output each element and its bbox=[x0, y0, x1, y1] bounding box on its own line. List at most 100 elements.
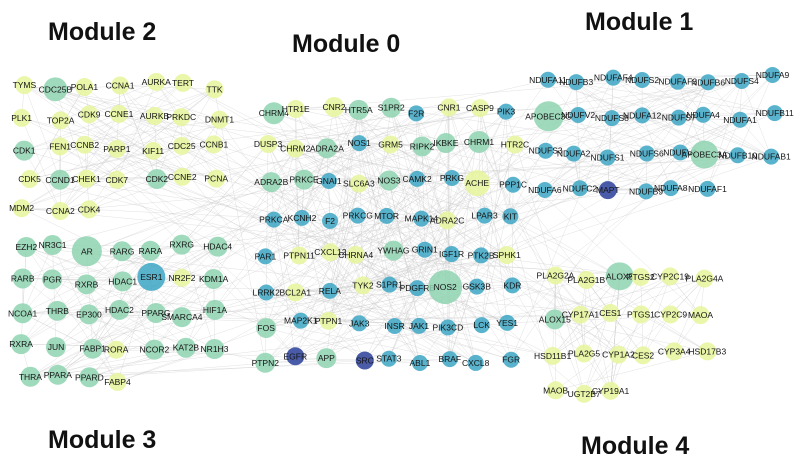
gene-node-label: PARP1 bbox=[103, 144, 131, 154]
network-edge bbox=[576, 81, 708, 190]
gene-node: CAMK2 bbox=[402, 170, 432, 187]
gene-node-circle bbox=[293, 209, 310, 226]
network-edge bbox=[358, 142, 482, 326]
gene-node-label: APP bbox=[318, 353, 335, 363]
network-edge bbox=[580, 276, 671, 315]
network-edge bbox=[266, 292, 365, 361]
gene-node: NDUFA4 bbox=[686, 106, 720, 123]
gene-node-circle bbox=[546, 266, 565, 285]
network-edge bbox=[116, 81, 157, 180]
gene-node: CYP2C19 bbox=[651, 267, 689, 286]
network-edge bbox=[611, 80, 742, 119]
gene-node-circle bbox=[766, 105, 783, 122]
gene-node-circle bbox=[699, 180, 716, 197]
gene-node-label: FOS bbox=[257, 323, 275, 333]
gene-node-label: HTR1E bbox=[282, 104, 310, 114]
gene-node-circle bbox=[321, 282, 338, 299]
gene-node-label: NOS3 bbox=[377, 175, 400, 185]
gene-node: NR2F2 bbox=[169, 268, 196, 287]
network-edge bbox=[86, 284, 117, 350]
network-edge bbox=[119, 85, 217, 179]
gene-node-circle bbox=[51, 137, 70, 156]
gene-node-label: CASP9 bbox=[466, 103, 494, 113]
gene-node-label: ADRA2B bbox=[254, 177, 288, 187]
network-edge bbox=[388, 180, 619, 355]
network-edge bbox=[477, 81, 678, 184]
network-edge bbox=[417, 178, 485, 216]
gene-node-circle bbox=[764, 66, 781, 83]
gene-node-circle bbox=[661, 305, 680, 324]
gene-node-label: HTR2C bbox=[501, 140, 529, 150]
gene-node-label: IKBKE bbox=[433, 138, 458, 148]
gene-node: RIPK2 bbox=[410, 136, 435, 157]
gene-node: AURKA bbox=[142, 72, 171, 91]
gene-node-label: NDUFAF3 bbox=[658, 77, 697, 87]
network-edge bbox=[544, 81, 678, 191]
gene-node-circle bbox=[45, 337, 66, 358]
gene-node-label: CCND1 bbox=[45, 175, 75, 185]
gene-node-label: NDUFA9 bbox=[756, 70, 790, 80]
network-edge bbox=[394, 279, 587, 327]
gene-node: CASP9 bbox=[466, 99, 494, 118]
network-edge bbox=[265, 220, 448, 363]
network-edge bbox=[355, 218, 422, 256]
network-edge bbox=[116, 316, 183, 350]
gene-node-label: NDUFS8 bbox=[595, 113, 629, 123]
network-edge bbox=[88, 314, 155, 350]
gene-node-label: CES1 bbox=[599, 308, 621, 318]
gene-node: ESR1 bbox=[137, 262, 166, 291]
gene-node-circle bbox=[634, 107, 651, 124]
gene-node-circle bbox=[441, 351, 458, 368]
gene-node: AURKB bbox=[140, 107, 170, 126]
network-edge bbox=[29, 82, 184, 180]
network-edge bbox=[545, 150, 608, 191]
gene-node-label: AR bbox=[81, 246, 93, 256]
network-edge bbox=[22, 278, 123, 282]
network-edge bbox=[86, 251, 93, 349]
network-edge bbox=[92, 250, 151, 349]
gene-node-label: TYMS bbox=[13, 80, 37, 90]
gene-node: ADRA2B bbox=[254, 172, 289, 193]
gene-node-label: PTK2B bbox=[468, 250, 495, 260]
network-edge bbox=[359, 107, 481, 144]
network-edge bbox=[55, 254, 507, 348]
gene-node-circle bbox=[80, 200, 99, 219]
gene-node: SPHK1 bbox=[493, 246, 521, 265]
gene-node-circle bbox=[412, 136, 433, 157]
gene-node-label: CDK9 bbox=[78, 109, 101, 119]
gene-node-circle bbox=[539, 71, 556, 88]
gene-node-label: NOS1 bbox=[348, 138, 371, 148]
network-edge bbox=[216, 148, 327, 179]
gene-node-label: PPARA bbox=[44, 370, 73, 380]
network-edge bbox=[60, 109, 359, 212]
gene-node-circle bbox=[12, 108, 31, 127]
gene-node-circle bbox=[575, 384, 594, 403]
network-edge bbox=[57, 276, 152, 375]
gene-node: MAOA bbox=[688, 306, 713, 325]
gene-node-circle bbox=[733, 72, 750, 89]
network-edge bbox=[586, 279, 611, 391]
network-edge bbox=[388, 288, 418, 359]
gene-node-circle bbox=[348, 99, 369, 120]
gene-node: STAT3 bbox=[376, 350, 402, 367]
gene-node-label: LCK bbox=[473, 320, 490, 330]
network-edge bbox=[544, 188, 708, 191]
gene-node: INSR bbox=[384, 318, 405, 335]
gene-node-circle bbox=[137, 262, 166, 291]
network-edge bbox=[121, 251, 214, 280]
network-edge bbox=[583, 276, 620, 394]
gene-node-circle bbox=[77, 169, 96, 188]
network-edge bbox=[57, 250, 151, 312]
gene-node-label: AURKB bbox=[140, 111, 170, 121]
gene-node-label: NDUFS3 bbox=[529, 146, 563, 156]
gene-node: KIF11 bbox=[142, 141, 164, 160]
gene-node-label: NDUFS4 bbox=[725, 76, 759, 86]
gene-node-label: HDAC2 bbox=[105, 305, 134, 315]
network-edge bbox=[86, 144, 391, 252]
gene-node-circle bbox=[575, 344, 594, 363]
gene-node-label: PPARG bbox=[141, 308, 170, 318]
gene-node-label: PAR1 bbox=[255, 251, 277, 261]
gene-node-label: TERT bbox=[172, 78, 194, 88]
gene-node-label: PTGS2 bbox=[627, 272, 655, 282]
